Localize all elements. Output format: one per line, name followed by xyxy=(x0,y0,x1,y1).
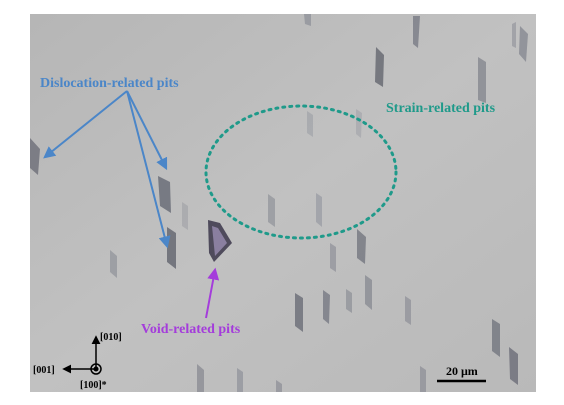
micrograph-background xyxy=(30,14,536,392)
scale-bar-label: 20 μm xyxy=(446,364,478,378)
strain-label: Strain-related pits xyxy=(386,101,496,116)
axis-label-001: [001] xyxy=(33,365,55,376)
axis-label-010: [010] xyxy=(100,332,122,343)
void-arrow xyxy=(205,267,220,319)
dislocation-label: Dislocation-related pits xyxy=(40,76,179,91)
strain-region-ellipse xyxy=(204,104,398,240)
crystal-axes xyxy=(62,335,102,375)
axis-label-100: [100]* xyxy=(80,380,107,391)
void-label: Void-related pits xyxy=(141,322,241,337)
dislocation-arrows xyxy=(43,90,171,249)
